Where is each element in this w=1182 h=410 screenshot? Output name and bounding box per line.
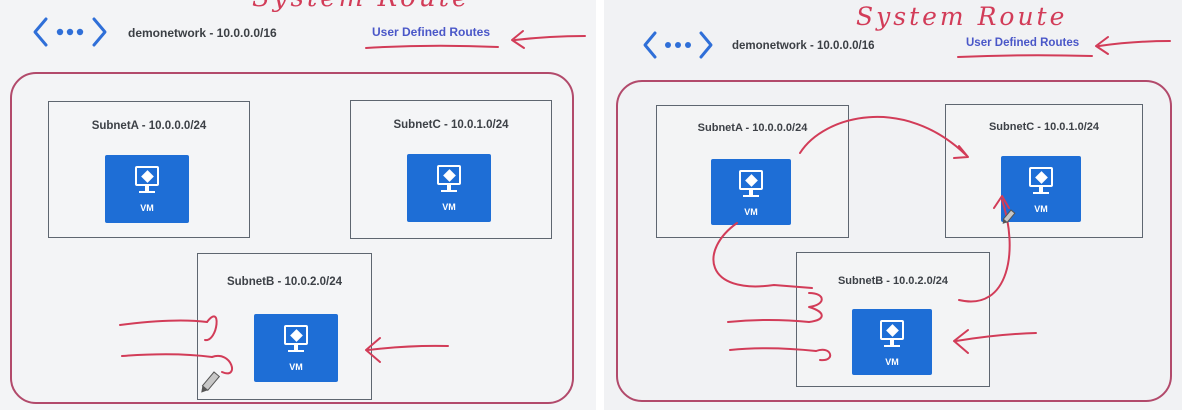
subnet-a-label: SubnetA - 10.0.0.0/24 [91,120,207,132]
vm-label: VM [1034,204,1048,214]
diagram-panel-after: System Route demonetwork - 10.0.0.0/16 U… [604,0,1182,410]
vnet-boundary [616,80,1172,402]
vm-label: VM [289,362,303,372]
vnet-icon [640,28,716,62]
subnet-b: SubnetB - 10.0.2.0/24 VM [796,252,990,387]
vm-label: VM [442,202,456,212]
vm-subnet-c[interactable]: VM [407,154,491,222]
vm-subnet-b[interactable]: VM [254,314,338,382]
vm-subnet-c[interactable]: VM [1001,156,1081,222]
subnet-c: SubnetC - 10.0.1.0/24 VM [945,104,1143,238]
subnet-a-label: SubnetA - 10.0.0.0/24 [697,122,808,134]
subnet-c-label: SubnetC - 10.0.1.0/24 [393,119,509,131]
monitor-cube-icon [1029,167,1053,187]
vm-subnet-a[interactable]: VM [711,159,791,225]
underline-stroke [957,54,1093,58]
monitor-cube-icon [135,166,159,186]
vm-subnet-a[interactable]: VM [105,155,189,223]
vnet-title: demonetwork - 10.0.0.0/16 [128,26,277,40]
vm-label: VM [885,357,899,367]
vm-label: VM [140,203,154,213]
subnet-b: SubnetB - 10.0.2.0/24 VM [197,253,372,400]
vnet-icon [30,14,110,50]
subnet-c-label: SubnetC - 10.0.1.0/24 [988,121,1100,133]
subnet-a: SubnetA - 10.0.0.0/24 VM [48,101,250,238]
vnet-title: demonetwork - 10.0.0.0/16 [732,40,875,52]
annotation-heading: System Route [856,2,1068,31]
vnet-boundary [10,72,574,404]
user-defined-routes-link[interactable]: User Defined Routes [372,25,491,39]
panel-divider [596,0,604,410]
subnet-c: SubnetC - 10.0.1.0/24 VM [350,100,552,239]
subnet-b-label: SubnetB - 10.0.2.0/24 [226,276,343,288]
user-defined-routes-link[interactable]: User Defined Routes [966,37,1080,49]
vm-subnet-b[interactable]: VM [852,309,932,375]
monitor-cube-icon [739,170,763,190]
pointer-arrow-udr [1095,36,1171,55]
monitor-cube-icon [880,320,904,340]
annotation-heading: System Route [252,0,470,13]
pointer-arrow-udr [511,30,586,49]
underline-stroke [365,44,499,49]
subnet-a: SubnetA - 10.0.0.0/24 VM [656,105,849,238]
monitor-cube-icon [284,325,308,345]
subnet-b-label: SubnetB - 10.0.2.0/24 [837,275,949,287]
diagram-panel-before: System Route demonetwork - 10.0.0.0/16 U… [0,0,596,410]
monitor-cube-icon [437,165,461,185]
vm-label: VM [744,207,758,217]
